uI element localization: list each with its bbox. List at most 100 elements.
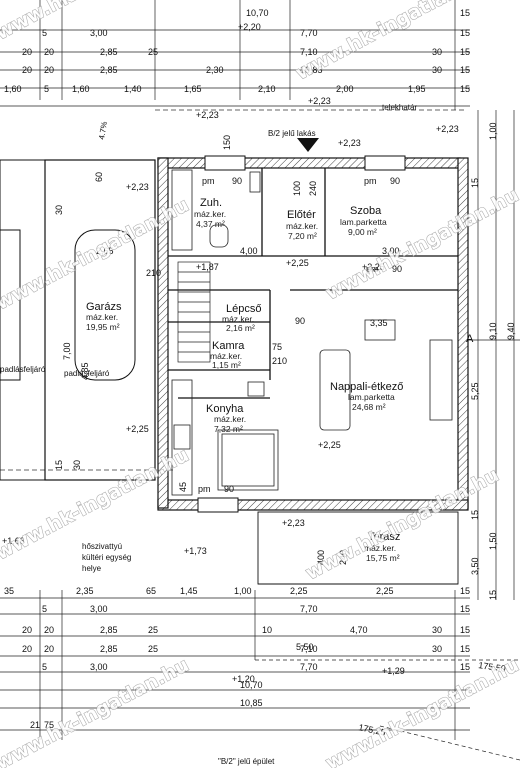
watermark: www.hk-ingatlan.hu: [322, 184, 520, 305]
dim-interior: 15: [54, 460, 64, 470]
kitchen-fixtures: [171, 379, 279, 496]
dim-bottom: 21: [30, 720, 40, 730]
level-marker: +2,23: [338, 138, 361, 148]
dim-bottom: 20: [44, 644, 54, 654]
dim-interior: 7,00: [62, 342, 72, 360]
dim-top: 1,95: [408, 84, 426, 94]
level-marker: +1,20: [232, 674, 255, 684]
dim-interior: 2,65: [96, 246, 114, 256]
level-marker: +2,25: [318, 440, 341, 450]
dim-top: 20: [44, 47, 54, 57]
bathroom-fixtures: [171, 169, 261, 251]
room-area: 7,32 m²: [214, 424, 243, 434]
dim-bottom: 15: [460, 662, 470, 672]
dim-bottom: 20: [44, 625, 54, 635]
dim-bottom: 10: [262, 625, 272, 635]
dim-top-width: 10,70: [246, 8, 269, 18]
room-area: 15,75 m²: [366, 553, 400, 563]
dim-bottom: 5: [42, 604, 47, 614]
staircase: [177, 261, 211, 363]
dim-top: 15: [460, 28, 470, 38]
dim-top: 1,60: [72, 84, 90, 94]
windows: [197, 155, 406, 513]
room-area: 9,00 m²: [348, 227, 377, 237]
room-finish: máz.ker.: [214, 414, 246, 424]
window-mark: 90: [224, 484, 234, 494]
dim-right: 15: [488, 590, 498, 600]
dim-top: 25: [148, 47, 158, 57]
dim-interior: 100: [292, 181, 302, 196]
dim-top: 2,85: [100, 65, 118, 75]
dim-bottom: 4,70: [350, 625, 368, 635]
dim-interior: 240: [338, 550, 348, 565]
slope-label: 4.7%: [97, 121, 109, 141]
level-marker: +2,20: [238, 22, 261, 32]
dim-bottom: 7,70: [300, 604, 318, 614]
dim-bottom: 2,25: [290, 586, 308, 596]
dim-bottom: 15: [460, 625, 470, 635]
dim-bottom: 1,45: [180, 586, 198, 596]
dim-interior: 150: [222, 135, 232, 150]
dim-top: 10,85: [300, 65, 323, 75]
dim-bottom: 15: [460, 586, 470, 596]
dim-right: 9,10: [488, 322, 498, 340]
dim-top: 7,10: [300, 47, 318, 57]
dim-bottom: 75: [44, 720, 54, 730]
dim-bottom: 20: [22, 644, 32, 654]
dim-top: 5: [42, 28, 47, 38]
level-marker: +2,23: [126, 182, 149, 192]
dim-bottom: 5: [42, 662, 47, 672]
attic-access-label: padlásfeljáró: [64, 369, 110, 378]
dim-bottom: 2,85: [100, 625, 118, 635]
room-area: 1,15 m²: [212, 360, 241, 370]
dim-top: 30: [432, 65, 442, 75]
dim-right: 9,40: [506, 322, 516, 340]
dim-bottom: 7,70: [300, 662, 318, 672]
dim-interior: 210: [146, 268, 161, 278]
dim-interior: 4,85: [80, 362, 90, 380]
dim-bottom: 20: [22, 625, 32, 635]
window-mark: 90: [232, 176, 242, 186]
room-finish: máz.ker.: [194, 209, 226, 219]
dim-top: 15: [460, 8, 470, 18]
room-finish: máz.ker.: [222, 314, 254, 324]
axis-label: A: [466, 333, 474, 345]
dim-bottom: 30: [432, 625, 442, 635]
dim-bottom: 2,85: [100, 644, 118, 654]
room-finish: máz.ker.: [286, 221, 318, 231]
level-marker: +1,29: [382, 666, 405, 676]
level-marker: +1,73: [184, 546, 207, 556]
room-area: 7,20 m²: [288, 231, 317, 241]
dim-interior: 4,00: [240, 246, 258, 256]
dim-interior: 45: [178, 482, 188, 492]
dim-bottom-width: 10,70: [240, 680, 263, 690]
dim-bottom: 1,00: [234, 586, 252, 596]
dim-top: 7,70: [300, 28, 318, 38]
dim-bottom: 25: [148, 625, 158, 635]
dim-top: 30: [432, 47, 442, 57]
dim-bottom: 7,10: [300, 644, 318, 654]
dim-top: 20: [22, 65, 32, 75]
exterior-walls: [157, 157, 469, 511]
room-area: 19,95 m²: [86, 322, 120, 332]
dim-top: 1,65: [184, 84, 202, 94]
room-name-garazs: Garázs: [86, 301, 122, 313]
room-labels: Zuh. máz.ker. 4,37 m² Előtér máz.ker. 7,…: [86, 197, 403, 563]
dim-bottom: 65: [146, 586, 156, 596]
room-area: 4,37 m²: [196, 219, 225, 229]
dim-bottom: 2,35: [76, 586, 94, 596]
dim-right: 15: [470, 510, 480, 520]
dimension-lines-top: [0, 0, 470, 110]
level-marker: +2,23: [436, 124, 459, 134]
dim-bottom: 3,00: [90, 662, 108, 672]
window-marks: pm 90 pm 90 pm 90 pm 90: [198, 176, 402, 494]
room-name-lepcso: Lépcső: [226, 303, 261, 315]
dim-top: 20: [44, 65, 54, 75]
room-name-konyha: Konyha: [206, 403, 244, 415]
dim-top: 2,85: [100, 47, 118, 57]
dim-bottom: 25: [148, 644, 158, 654]
boundary-label: telekhatár: [382, 103, 417, 112]
dimension-text-top: 10,70 15 5 3,00 7,70 15 20 20 2,85 25 7,…: [4, 8, 470, 94]
dim-top: 5: [44, 84, 49, 94]
